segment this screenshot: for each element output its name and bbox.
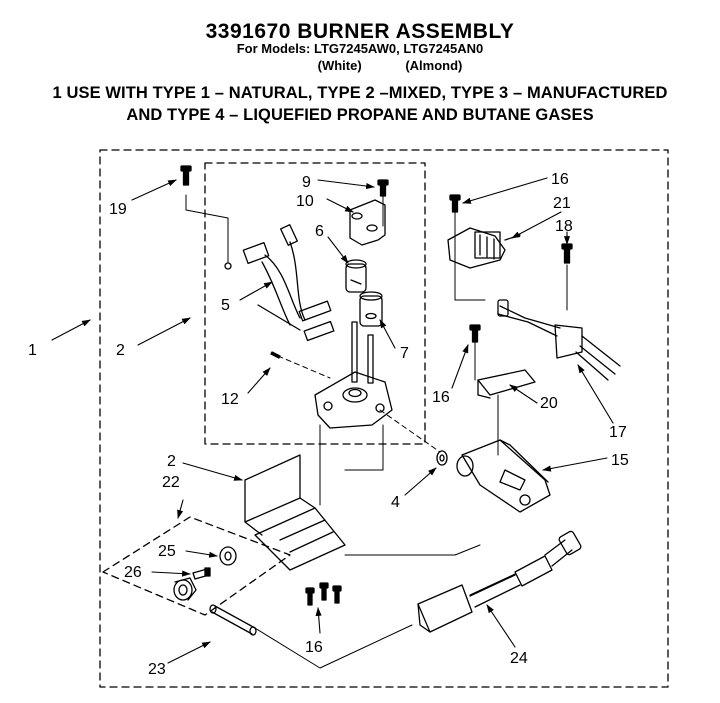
callout-12: 12 xyxy=(221,391,239,408)
color-almond: (Almond) xyxy=(405,58,463,73)
washer-4 xyxy=(436,450,448,466)
leader-lines xyxy=(51,177,614,664)
connection-lines xyxy=(185,194,568,669)
bracket-10 xyxy=(349,199,386,246)
screw-16-mid xyxy=(469,324,481,343)
ignitor-17 xyxy=(497,299,621,381)
callout-20: 20 xyxy=(540,395,558,412)
shield-2 xyxy=(244,454,346,571)
gas-note-line-2: AND TYPE 4 – LIQUEFIED PROPANE AND BUTAN… xyxy=(126,106,594,124)
callout-2-shield: 2 xyxy=(167,453,176,470)
valve-subassembly-boundary xyxy=(204,162,426,445)
screw-19 xyxy=(180,165,192,186)
screw-26 xyxy=(192,567,211,580)
callout-17: 17 xyxy=(609,424,627,441)
callout-25: 25 xyxy=(158,543,176,560)
coil-7 xyxy=(359,291,383,327)
gas-note-line-1: 1 USE WITH TYPE 1 – NATURAL, TYPE 2 –MIX… xyxy=(52,84,668,102)
callout-7: 7 xyxy=(400,345,409,362)
callout-5: 5 xyxy=(221,297,230,314)
screw-18 xyxy=(561,243,573,264)
callout-2-shield-top: 2 xyxy=(116,342,125,359)
gas-valve-body xyxy=(314,321,393,429)
orifice-25 xyxy=(219,546,237,566)
callout-9: 9 xyxy=(302,174,311,191)
callout-1: 1 xyxy=(28,342,37,359)
burner-15 xyxy=(456,439,551,513)
screw-12 xyxy=(270,351,281,359)
callout-10: 10 xyxy=(296,193,314,210)
callout-22: 22 xyxy=(162,474,180,491)
wire-harness-5 xyxy=(224,224,335,342)
callout-6: 6 xyxy=(315,223,324,240)
screw-9 xyxy=(377,179,389,197)
bracket-20 xyxy=(477,369,536,399)
callout-4: 4 xyxy=(391,494,400,511)
callout-15: 15 xyxy=(611,452,629,469)
screws-16-bottom xyxy=(305,582,342,606)
models-line: For Models: LTG7245AW0, LTG7245AN0 xyxy=(236,41,484,56)
callout-16-top: 16 xyxy=(551,171,569,188)
screw-16-top xyxy=(449,194,461,213)
callout-18: 18 xyxy=(555,218,573,235)
orifice-kit-boundary xyxy=(102,516,291,616)
callout-24: 24 xyxy=(510,650,528,667)
callout-23: 23 xyxy=(148,661,166,678)
diagram-title: 3391670 BURNER ASSEMBLY xyxy=(205,20,515,43)
model-colors: (White) (Almond) xyxy=(0,58,720,73)
callout-16-mid: 16 xyxy=(432,389,450,406)
pilot-tube-23 xyxy=(209,604,257,636)
orifice-holder-22 xyxy=(173,577,197,601)
coil-6 xyxy=(345,259,367,293)
callout-16-bottom: 16 xyxy=(305,639,323,656)
color-white: (White) xyxy=(317,58,362,73)
callout-19: 19 xyxy=(109,201,127,218)
callout-21: 21 xyxy=(553,195,571,212)
ignitor-bracket-21 xyxy=(447,227,521,269)
manifold-24 xyxy=(417,530,582,633)
callout-26: 26 xyxy=(124,564,142,581)
